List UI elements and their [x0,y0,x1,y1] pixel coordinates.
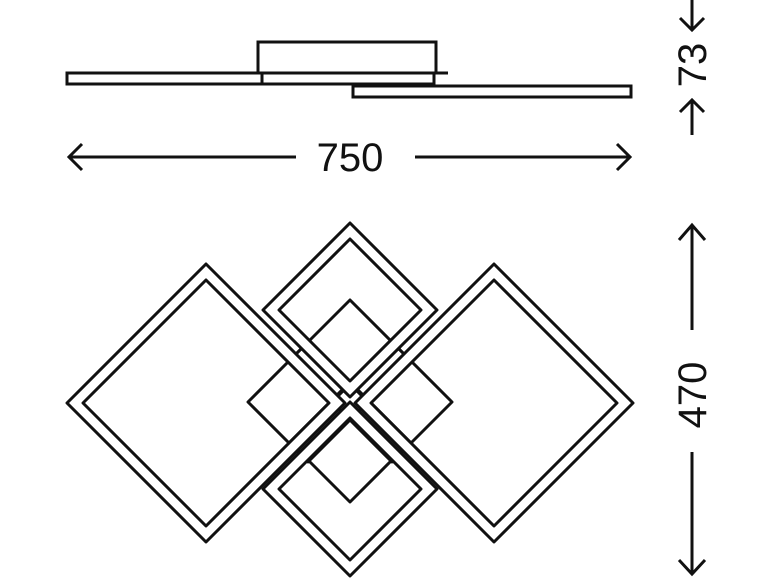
arrow-up-icon [678,97,706,114]
frame-small-top [261,221,439,399]
depth-dimension [677,222,707,577]
height-label: 73 [671,43,715,88]
side-left-bar [65,71,264,86]
depth-label: 470 [671,362,715,429]
frame-small-bottom [261,400,439,578]
arrow-up-icon [677,222,707,241]
top-view [65,221,635,578]
side-canopy [256,40,438,75]
arrow-left-icon [66,142,84,172]
width-label: 750 [317,136,384,180]
frame-large-left [65,262,347,544]
height-dimension [678,0,706,135]
arrow-down-icon [678,16,706,33]
side-mid-piece [260,71,436,86]
arrow-down-icon [677,558,707,577]
frame-large-right [353,262,635,544]
width-dimension [66,142,633,172]
arrow-right-icon [615,142,633,172]
side-view [65,40,633,99]
side-right-bar [351,84,633,99]
